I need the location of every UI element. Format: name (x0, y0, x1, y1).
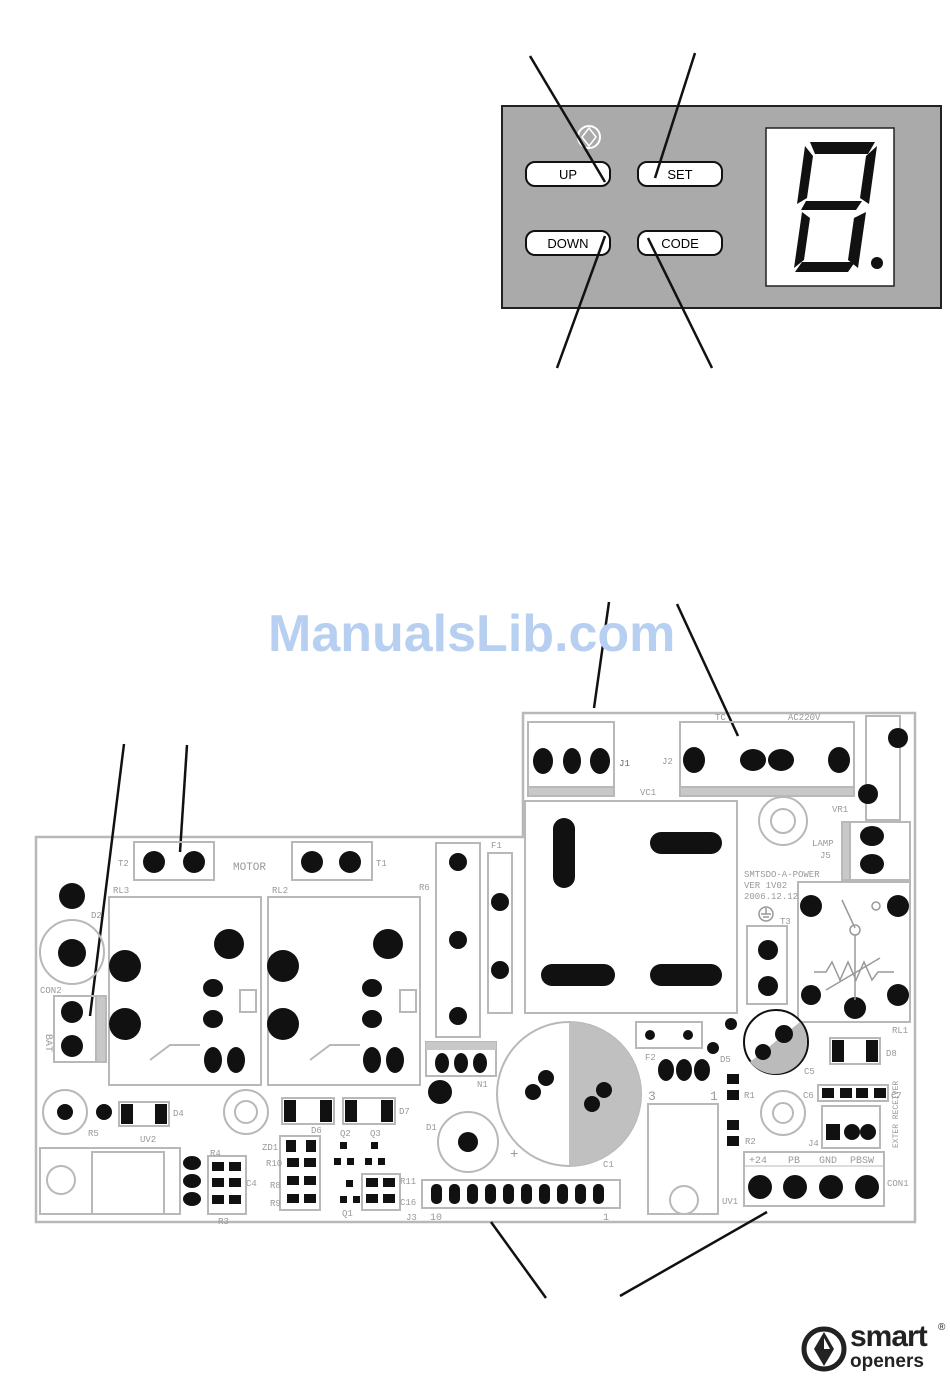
label-con1: CON1 (887, 1179, 909, 1189)
panel-leader-lines (528, 52, 714, 369)
label-c5: C5 (804, 1067, 815, 1077)
label-d7: D7 (399, 1107, 410, 1117)
label-d4: D4 (173, 1109, 184, 1119)
label-c4: C4 (246, 1179, 257, 1189)
label-j4: J4 (808, 1139, 819, 1149)
brand-logo: smart openers ® (800, 1322, 946, 1374)
label-term-24: +24 (749, 1156, 767, 1167)
ground-icon (758, 906, 774, 922)
segment-digit-icon (794, 142, 883, 272)
label-f2: F2 (645, 1053, 656, 1063)
label-f1: F1 (491, 841, 502, 851)
label-d2: D2 (91, 911, 102, 921)
up-button-label: UP (559, 167, 577, 182)
label-d5: D5 (720, 1055, 731, 1065)
label-uv1: UV1 (722, 1197, 738, 1207)
seven-segment-display (765, 127, 895, 287)
label-ver: VER 1V02 (744, 881, 787, 891)
label-j3: J3 (406, 1213, 417, 1223)
down-button-label: DOWN (547, 236, 588, 251)
label-rl3: RL3 (113, 886, 129, 896)
label-q2: Q2 (340, 1129, 351, 1139)
label-r3: R3 (218, 1217, 229, 1227)
label-num1: 1 (710, 1089, 718, 1104)
code-button[interactable]: CODE (637, 230, 723, 256)
label-date: 2006.12.12 (744, 892, 798, 902)
capacitor-c5 (743, 1009, 809, 1075)
label-j5: J5 (820, 851, 831, 861)
label-c1: C1 (603, 1160, 614, 1170)
label-d8: D8 (886, 1049, 897, 1059)
label-motor: MOTOR (233, 862, 266, 874)
down-button[interactable]: DOWN (525, 230, 611, 256)
up-button[interactable]: UP (525, 161, 611, 187)
solder-pads (57, 728, 909, 1206)
label-r4: R4 (210, 1149, 221, 1159)
label-d6: D6 (311, 1126, 322, 1136)
watermark-text: ManualsLib.com (268, 605, 676, 663)
label-ac220v: AC220V (788, 713, 821, 723)
control-panel: UP SET DOWN CODE (501, 105, 942, 309)
brand-line1: smart (850, 1320, 928, 1353)
label-uv2: UV2 (140, 1135, 156, 1145)
label-r11: R11 (400, 1177, 416, 1187)
label-rl1: RL1 (892, 1026, 908, 1036)
label-zd1: ZD1 (262, 1143, 278, 1153)
label-c6: C6 (803, 1091, 814, 1101)
label-r8: R8 (270, 1181, 281, 1191)
label-r10: R10 (266, 1159, 282, 1169)
label-t3: T3 (780, 917, 791, 927)
brand-logo-icon (801, 1326, 847, 1372)
brand-registered: ® (938, 1322, 946, 1333)
label-lamp: LAMP (812, 839, 834, 849)
label-j1: J1 (619, 759, 630, 769)
label-t2: T2 (118, 859, 129, 869)
label-num3: 3 (648, 1089, 656, 1104)
label-rl2: RL2 (272, 886, 288, 896)
label-plus: + (510, 1147, 518, 1163)
label-r9: R9 (270, 1199, 281, 1209)
code-button-label: CODE (661, 236, 699, 251)
set-button[interactable]: SET (637, 161, 723, 187)
label-exter-receiver: EXTER RECEIVER (892, 1081, 901, 1148)
label-r5: R5 (88, 1129, 99, 1139)
label-d1: D1 (426, 1123, 437, 1133)
label-c7: C7 (891, 1091, 902, 1101)
label-vc1: VC1 (640, 788, 656, 798)
label-j3-10: 10 (430, 1213, 442, 1224)
label-board-name: SMTSDO-A-POWER (744, 870, 820, 880)
relay-symbol-icon (814, 899, 894, 1000)
label-j2: J2 (662, 757, 673, 767)
label-c16: C16 (400, 1198, 416, 1208)
label-j3-1: 1 (603, 1213, 609, 1224)
label-term-pbsw: PBSW (850, 1156, 874, 1167)
pcb-details (426, 1042, 885, 1167)
label-tc: TC (715, 713, 726, 723)
brand-line2: openers (850, 1351, 924, 1372)
label-term-pb: PB (788, 1156, 800, 1167)
label-q1: Q1 (342, 1209, 353, 1219)
component-outlines (39, 715, 911, 1215)
label-term-gnd: GND (819, 1156, 837, 1167)
label-con2: CON2 (40, 986, 62, 996)
label-n1: N1 (477, 1080, 488, 1090)
label-vr1: VR1 (832, 805, 848, 815)
pcb-labels: MOTOR T2 T1 RL3 RL2 R6 F1 J1 J2 TC AC220… (40, 713, 909, 1227)
label-t1: T1 (376, 859, 387, 869)
label-q3: Q3 (370, 1129, 381, 1139)
label-bat: BAT (42, 1034, 53, 1052)
label-r2: R2 (745, 1137, 756, 1147)
label-r1: R1 (744, 1091, 755, 1101)
capacitor-c1 (496, 1021, 642, 1167)
label-r6: R6 (419, 883, 430, 893)
pcb-leader-lines (88, 601, 768, 1299)
set-button-label: SET (667, 167, 692, 182)
